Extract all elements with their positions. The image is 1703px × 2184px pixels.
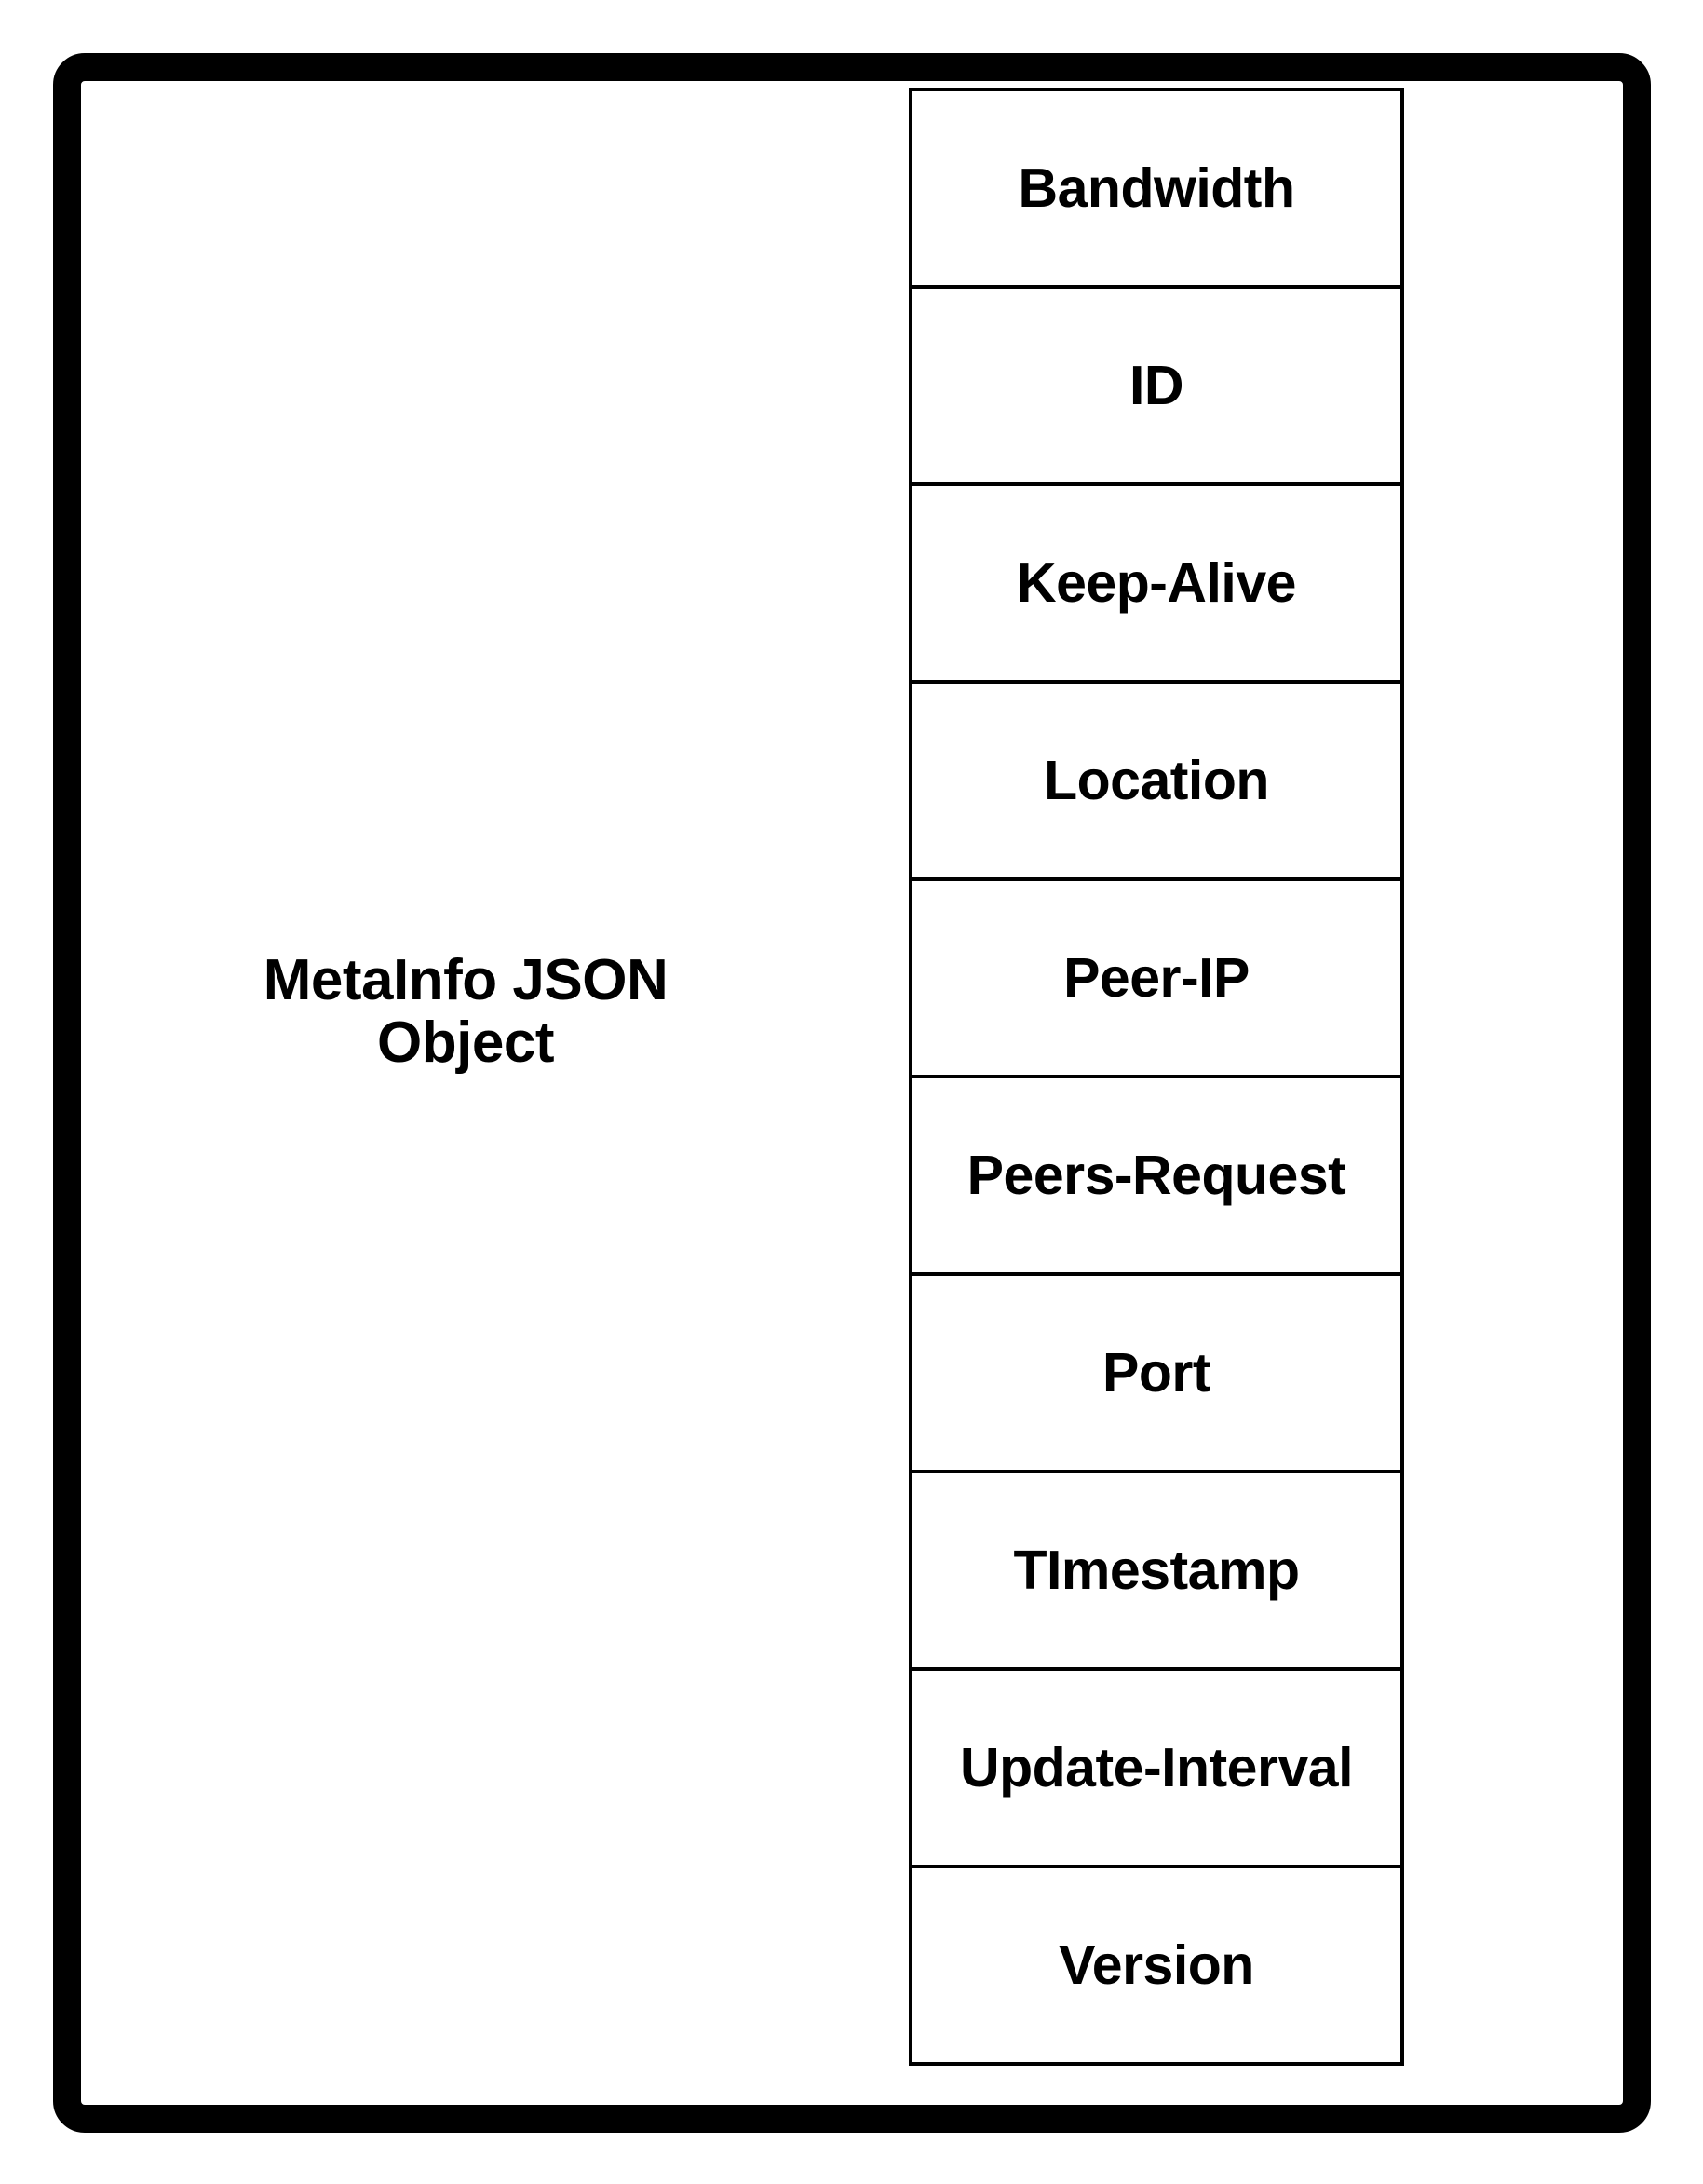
table-row: Keep-Alive <box>912 486 1400 684</box>
field-label-version: Version <box>1059 1933 1254 1996</box>
table-row: Bandwidth <box>912 91 1400 289</box>
field-label-peers-request: Peers-Request <box>966 1144 1346 1206</box>
field-label-update-interval: Update-Interval <box>960 1736 1353 1798</box>
table-row: Version <box>912 1868 1400 2062</box>
field-label-peer-ip: Peer-IP <box>1063 946 1250 1009</box>
metainfo-object-label: MetaInfo JSON Object <box>263 948 669 1075</box>
table-row: Port <box>912 1276 1400 1473</box>
field-label-timestamp: TImestamp <box>1013 1539 1300 1601</box>
table-row: Update-Interval <box>912 1671 1400 1868</box>
table-row: Peer-IP <box>912 881 1400 1078</box>
outer-frame-border <box>53 53 1651 2133</box>
field-label-keep-alive: Keep-Alive <box>1017 551 1296 614</box>
metainfo-fields-table: Bandwidth ID Keep-Alive Location Peer-IP… <box>909 88 1404 2066</box>
table-row: Location <box>912 684 1400 881</box>
field-label-port: Port <box>1102 1341 1211 1404</box>
table-row: Peers-Request <box>912 1078 1400 1276</box>
field-label-bandwidth: Bandwidth <box>1018 156 1295 219</box>
table-row: TImestamp <box>912 1473 1400 1671</box>
field-label-id: ID <box>1129 354 1184 416</box>
table-row: ID <box>912 289 1400 486</box>
field-label-location: Location <box>1044 749 1269 811</box>
